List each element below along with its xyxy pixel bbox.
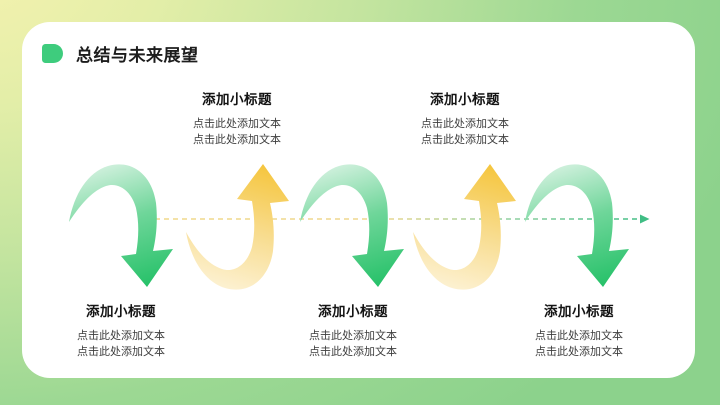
item-text-line: 点击此处添加文本 [309,345,397,358]
item-text-line: 点击此处添加文本 [193,118,281,130]
item-subtitle: 添加小标题 [86,304,156,319]
item-text-line: 点击此处添加文本 [421,118,509,130]
timeline-item-top-1[interactable]: 添加小标题 点击此处添加文本 点击此处添加文本 [147,88,327,149]
timeline-item-bottom-3[interactable]: 添加小标题 点击此处添加文本 点击此处添加文本 [489,300,669,361]
timeline-item-bottom-2[interactable]: 添加小标题 点击此处添加文本 点击此处添加文本 [263,300,443,361]
item-text-line: 点击此处添加文本 [309,330,397,342]
item-text-line: 点击此处添加文本 [535,345,623,358]
item-text-line: 点击此处添加文本 [535,330,623,342]
item-text-line: 点击此处添加文本 [421,133,509,146]
item-text-line: 点击此处添加文本 [77,345,165,358]
item-subtitle: 添加小标题 [202,92,272,107]
item-text-line: 点击此处添加文本 [193,133,281,146]
item-subtitle: 添加小标题 [318,304,388,319]
item-subtitle: 添加小标题 [430,92,500,107]
slide-title: 总结与未来展望 [76,46,199,65]
timeline-item-bottom-1[interactable]: 添加小标题 点击此处添加文本 点击此处添加文本 [31,300,211,361]
title-bullet-icon [42,44,63,63]
item-text-line: 点击此处添加文本 [77,330,165,342]
slide-header: 总结与未来展望 [42,41,199,66]
item-subtitle: 添加小标题 [544,304,614,319]
timeline-item-top-2[interactable]: 添加小标题 点击此处添加文本 点击此处添加文本 [375,88,555,149]
